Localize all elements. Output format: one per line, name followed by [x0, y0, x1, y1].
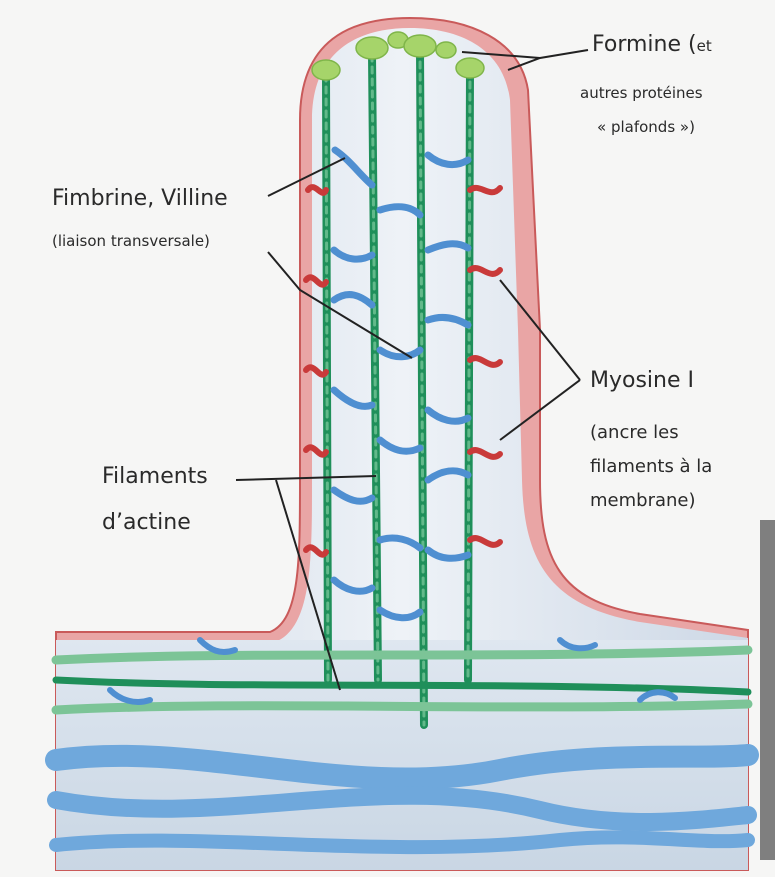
label-formine-line2: autres protéines: [580, 84, 703, 102]
label-ancre-line2: filaments à la: [590, 456, 713, 477]
label-fimbrine: Fimbrine, Villine: [52, 186, 228, 211]
cortex-actin: [51, 645, 753, 715]
cortex-fibers: [45, 744, 759, 855]
myosine-motors: [303, 184, 503, 558]
actin-bundle: [322, 46, 474, 729]
cortex-linkers: [107, 637, 678, 705]
formine-caps: [311, 31, 485, 81]
pointer-lines: [235, 49, 589, 691]
label-ancre-line3: membrane): [590, 490, 696, 511]
label-formine-et: et: [696, 37, 712, 55]
photo-edge: [760, 520, 775, 860]
label-actine: d’actine: [102, 510, 191, 535]
label-formine-line3: « plafonds »): [597, 118, 695, 136]
label-formine-main: Formine (: [592, 32, 697, 57]
label-filaments: Filaments: [102, 464, 208, 489]
label-ancre-line1: (ancre les: [590, 422, 679, 443]
fimbrine-crosslinks: [330, 146, 472, 622]
label-myosine: Myosine I: [590, 368, 694, 393]
label-formine: Formine (et: [592, 32, 712, 57]
label-liaison: (liaison transversale): [52, 232, 210, 250]
